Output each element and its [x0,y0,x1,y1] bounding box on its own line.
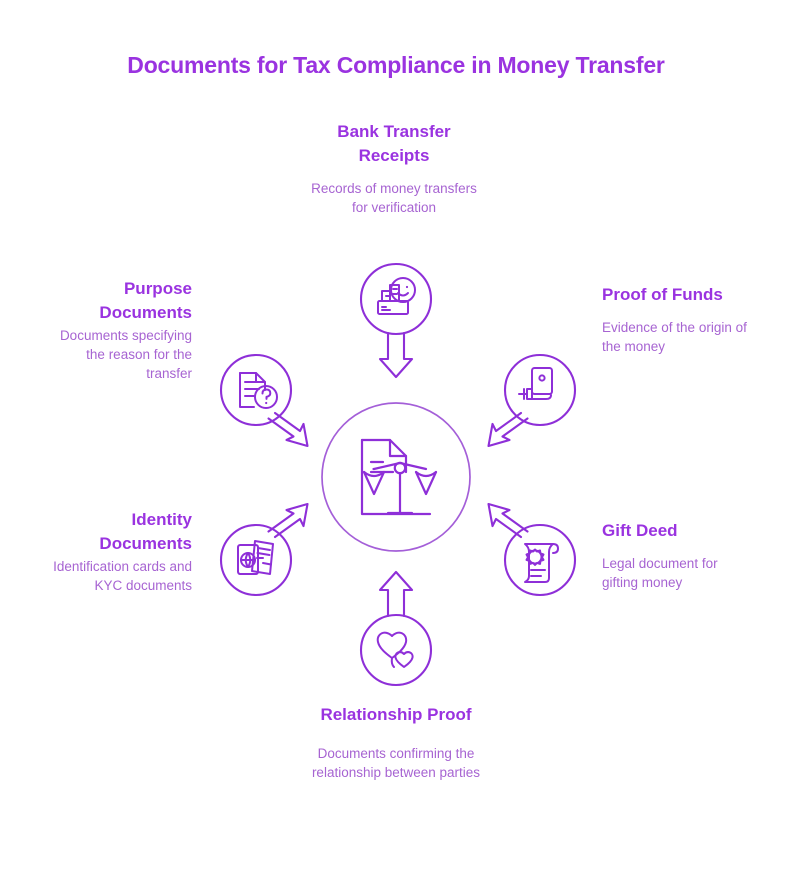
node-purpose-documents [219,353,309,448]
scroll-seal-icon [524,543,559,583]
money-stack-smiley-icon [377,277,416,315]
label-purpose-documents: Purpose Documents Documents specifying t… [50,277,192,383]
label-gift-deed: Gift Deed Legal document for gifting mon… [602,519,752,592]
description-purpose-documents: Documents specifying the reason for the … [59,328,192,381]
heading-relationship-proof: Relationship Proof [320,705,472,724]
node-bank-transfer-receipts [359,262,433,379]
description-relationship-proof: Documents confirming the relationship be… [311,746,481,780]
document-scales-icon [360,438,438,516]
heading-bank-transfer-receipts: Bank Transfer Receipts [337,122,451,166]
label-proof-of-funds: Proof of Funds Evidence of the origin of… [602,283,752,356]
label-bank-transfer-receipts: Bank Transfer Receipts Records of money … [304,120,484,218]
node-gift-deed [487,502,577,597]
heading-purpose-documents: Purpose Documents [99,279,192,323]
description-identity-documents: Identification cards and KYC documents [53,559,192,593]
label-identity-documents: Identity Documents Identification cards … [50,508,192,596]
document-question-icon [239,372,278,409]
description-bank-transfer-receipts: Records of money transfers for verificat… [311,181,477,215]
heading-gift-deed: Gift Deed [602,521,678,540]
center-hub [321,402,471,552]
hand-holding-money-icon [518,367,553,400]
node-proof-of-funds [487,353,577,448]
two-hearts-icon [376,631,414,668]
heading-identity-documents: Identity Documents [99,510,192,554]
page-title: Documents for Tax Compliance in Money Tr… [127,52,665,78]
node-identity-documents [219,502,309,597]
node-relationship-proof [359,570,433,687]
passport-id-icon [237,540,274,575]
description-proof-of-funds: Evidence of the origin of the money [602,320,747,354]
heading-proof-of-funds: Proof of Funds [602,285,723,304]
label-relationship-proof: Relationship Proof Documents confirming … [300,703,492,782]
description-gift-deed: Legal document for gifting money [602,556,718,590]
